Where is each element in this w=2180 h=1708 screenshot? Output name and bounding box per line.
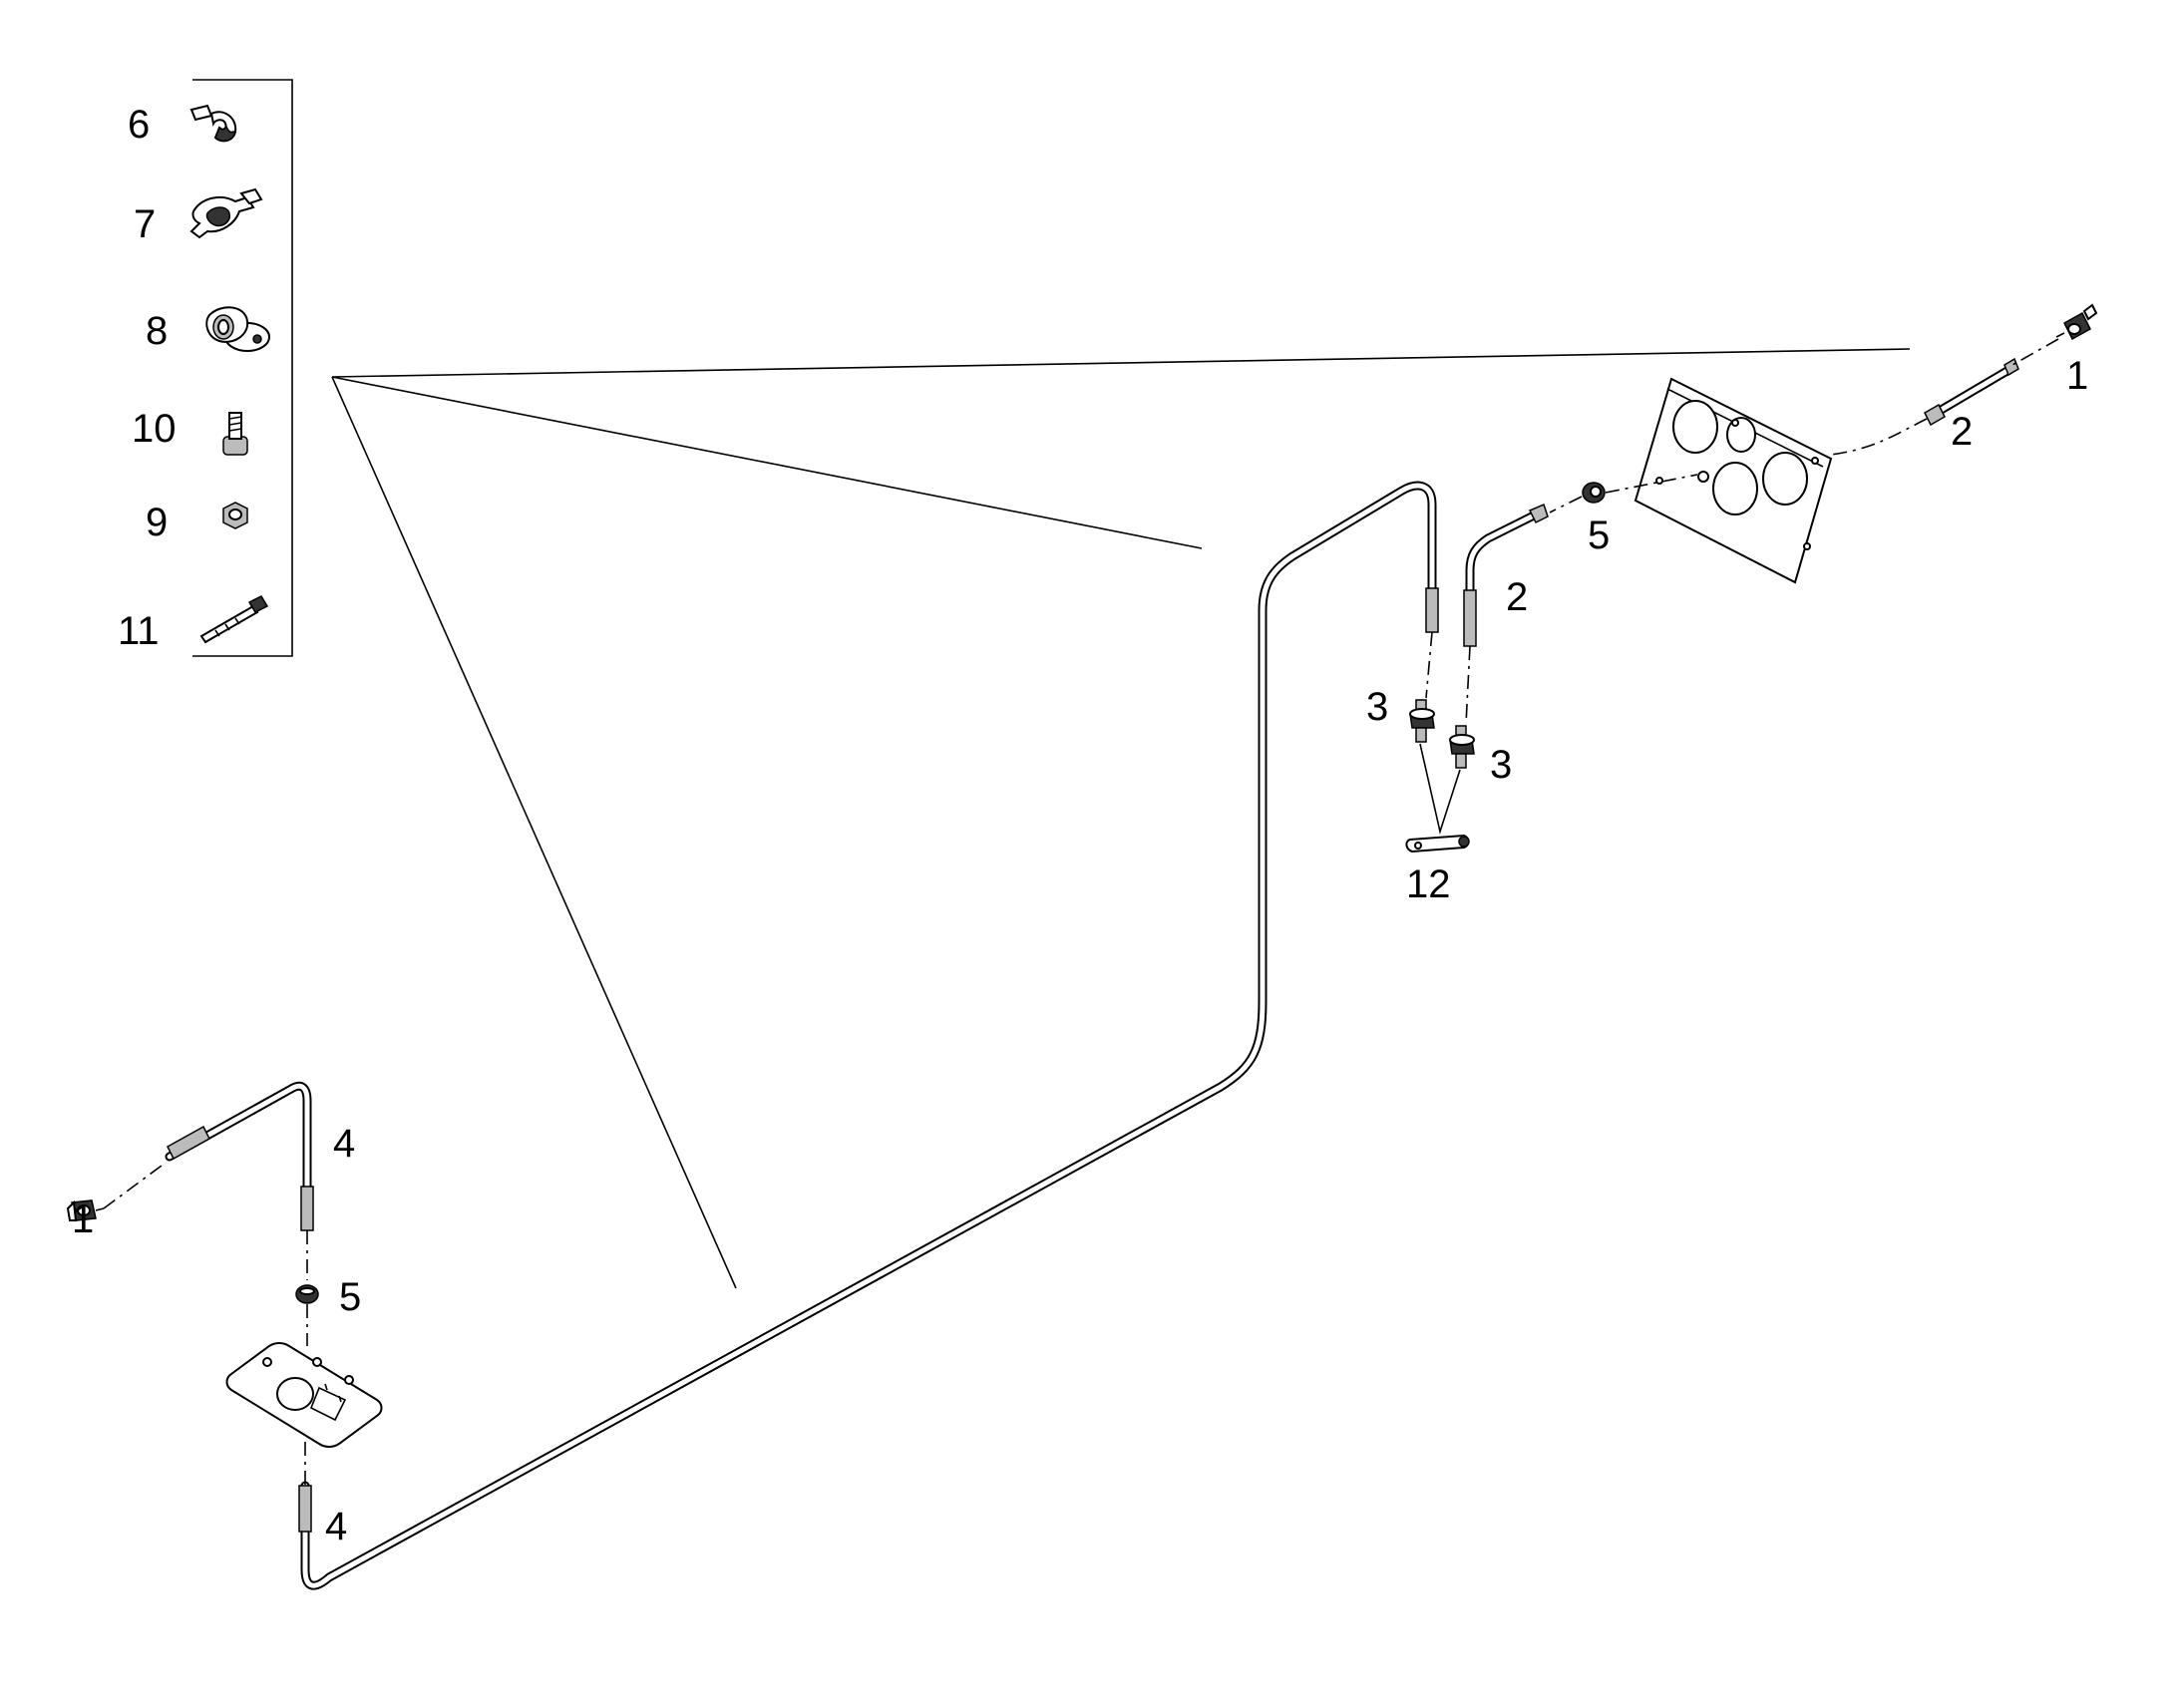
- callout-2-right: 2: [1951, 410, 1973, 454]
- callout-3-left: 3: [1366, 685, 1388, 729]
- legend-number-6: 6: [128, 103, 150, 147]
- bolt-icon: [222, 412, 248, 456]
- pipe-clamp-icon: [189, 187, 263, 239]
- grommet-5-right: [1582, 482, 1606, 504]
- legend-bracket: [192, 79, 293, 657]
- union-fitting-3-left: [1409, 699, 1435, 743]
- left-mounting-plate: [225, 1342, 383, 1448]
- main-brake-pipe: [298, 481, 1439, 1590]
- pipe-2-center: [1463, 503, 1549, 647]
- right-mounting-plate: [1634, 377, 1833, 584]
- pipe-clip-icon: [189, 104, 237, 143]
- pipe-4-upper: [165, 1081, 314, 1231]
- bleed-nipple-1-left: [66, 1199, 105, 1221]
- callout-4-top: 4: [333, 1122, 355, 1166]
- nut-icon: [222, 502, 248, 529]
- cushioned-clamp-icon: [205, 306, 270, 352]
- callout-3-right: 3: [1490, 743, 1512, 787]
- callout-4-bottom: 4: [325, 1505, 347, 1548]
- legend-leader-lines: [331, 348, 1911, 1289]
- callout-5-left: 5: [339, 1275, 361, 1319]
- bracket-12: [1405, 834, 1470, 854]
- legend-number-9: 9: [146, 501, 168, 544]
- cable-tie-icon: [199, 595, 269, 644]
- callout-1-right: 1: [2066, 354, 2088, 398]
- parts-legend: 6 7 8 10 9 11: [118, 79, 293, 657]
- legend-number-8: 8: [146, 309, 168, 353]
- union-fitting-3-right: [1449, 725, 1475, 769]
- bleed-nipple-1-right: [2055, 303, 2098, 341]
- callout-5-right: 5: [1588, 513, 1610, 557]
- callout-1-left: 1: [72, 1197, 94, 1241]
- legend-number-10: 10: [132, 407, 177, 451]
- assembly-lines: [103, 338, 2059, 1486]
- grommet-5-left: [295, 1284, 319, 1304]
- callout-12: 12: [1406, 862, 1451, 906]
- callout-2-center: 2: [1506, 575, 1528, 619]
- pipe-2-right: [1924, 357, 2019, 427]
- legend-number-11: 11: [118, 609, 160, 653]
- legend-number-7: 7: [134, 202, 156, 246]
- callout-numbers: 1 2 5 2 3 3 12 4 1 5 4: [72, 354, 2088, 1548]
